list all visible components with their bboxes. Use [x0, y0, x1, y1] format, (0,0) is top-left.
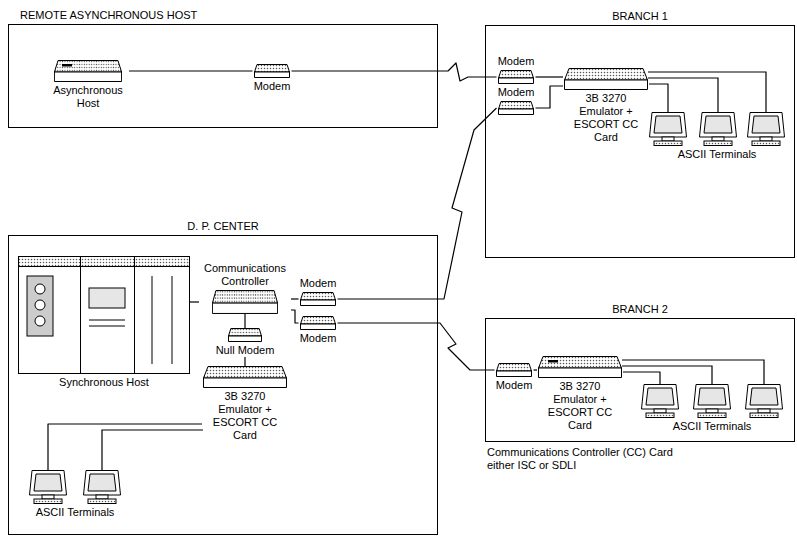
terminal-icon — [650, 113, 687, 146]
link-line — [649, 84, 668, 112]
region-heading: BRANCH 1 — [486, 10, 794, 23]
terminal-group: ASCII Terminals — [641, 384, 783, 433]
link-line — [129, 70, 253, 71]
mainframe-icon — [19, 257, 190, 374]
region-heading: D. P. CENTER — [9, 220, 437, 233]
modem-node: Modem — [299, 277, 338, 306]
device-label: Modem — [498, 55, 535, 68]
site-region: BRANCH 1ModemModem3B 3270 Emulator + ESC… — [485, 25, 795, 258]
null-modem-icon — [228, 329, 261, 342]
null-modem-node: Null Modem — [215, 328, 276, 357]
terminal-icon — [746, 385, 783, 418]
terminal-wire — [102, 430, 203, 470]
link-line — [536, 86, 564, 108]
terminal-group: ASCII Terminals — [649, 112, 785, 161]
terminal-wire — [622, 366, 712, 384]
mainframe-node: Synchronous Host — [18, 256, 190, 389]
device-label: Modem — [254, 80, 291, 93]
terminal-icon — [748, 113, 785, 146]
region-heading: REMOTE ASYNCHRONOUS HOST — [9, 9, 437, 22]
device-label: ASCII Terminals — [673, 420, 752, 433]
modem-node: Modem — [299, 316, 338, 345]
computer-node: 3B 3270 Emulator + ESCORT CC Card — [537, 356, 623, 432]
modem-icon — [497, 364, 532, 377]
device-label: Modem — [300, 277, 337, 290]
device-label: Modem — [300, 332, 337, 345]
modem-node: Modem — [497, 55, 536, 84]
computer-icon — [204, 367, 287, 388]
device-label: 3B 3270 Emulator + ESCORT CC Card — [203, 390, 287, 442]
host-node: Asynchronous Host — [47, 60, 129, 110]
device-label: Synchronous Host — [59, 376, 149, 389]
host-icon — [54, 61, 121, 82]
terminal-icon — [642, 385, 679, 418]
device-label: ASCII Terminals — [36, 506, 115, 519]
site-region: D. P. CENTERSynchronous HostCommunicatio… — [8, 235, 438, 535]
modem-icon — [499, 102, 534, 115]
terminal-wire — [622, 360, 764, 384]
device-label: Modem — [496, 379, 533, 392]
region-heading: BRANCH 2 — [486, 303, 794, 316]
site-region: BRANCH 2Modem3B 3270 Emulator + ESCORT C… — [485, 318, 795, 442]
modem-node: Modem — [495, 363, 534, 392]
device-label: 3B 3270 Emulator + ESCORT CC Card — [538, 380, 622, 432]
link-line — [48, 424, 202, 470]
link-line — [536, 76, 564, 77]
modem-icon — [255, 65, 290, 78]
device-label: Modem — [498, 86, 535, 99]
device-label: ASCII Terminals — [678, 148, 757, 161]
computer-icon — [539, 357, 622, 378]
link-line — [534, 369, 538, 370]
modem-node: Modem — [497, 86, 536, 115]
terminal-wire — [648, 78, 718, 112]
link-line — [244, 357, 245, 366]
controller-icon — [212, 291, 277, 314]
terminal-icon — [694, 385, 731, 418]
link-line — [190, 301, 199, 302]
terminal-icon — [84, 471, 121, 504]
terminal-icon — [700, 113, 737, 146]
device-label: Null Modem — [216, 344, 275, 357]
link-line — [291, 298, 299, 299]
computer-node: 3B 3270 Emulator + ESCORT CC Card — [202, 366, 288, 442]
device-label: Communications Controller — [200, 262, 290, 288]
link-line — [244, 314, 245, 328]
computer-slot — [548, 360, 558, 363]
link-line — [623, 372, 660, 384]
computer-node: 3B 3270 Emulator + ESCORT CC Card — [563, 68, 649, 144]
modem-icon — [301, 317, 336, 330]
link-line — [338, 323, 495, 370]
device-label: Asynchronous Host — [48, 84, 128, 110]
link-line — [292, 63, 497, 81]
terminal-icon — [30, 471, 67, 504]
note-box: Communications Controller (CC) Card eith… — [487, 446, 687, 472]
link-line — [338, 108, 497, 299]
note-text: Communications Controller (CC) Card eith… — [487, 446, 687, 472]
controller-node: Communications Controller — [199, 262, 291, 314]
terminal-wire — [648, 72, 766, 112]
modem-icon — [499, 71, 534, 84]
device-label: 3B 3270 Emulator + ESCORT CC Card — [564, 92, 648, 144]
link-line — [291, 310, 299, 323]
computer-icon — [565, 69, 648, 90]
terminal-group: ASCII Terminals — [29, 470, 121, 519]
site-region: REMOTE ASYNCHRONOUS HOSTAsynchronous Hos… — [8, 24, 438, 128]
host-slot — [62, 64, 72, 67]
modem-node: Modem — [253, 64, 292, 93]
modem-icon — [301, 293, 336, 306]
